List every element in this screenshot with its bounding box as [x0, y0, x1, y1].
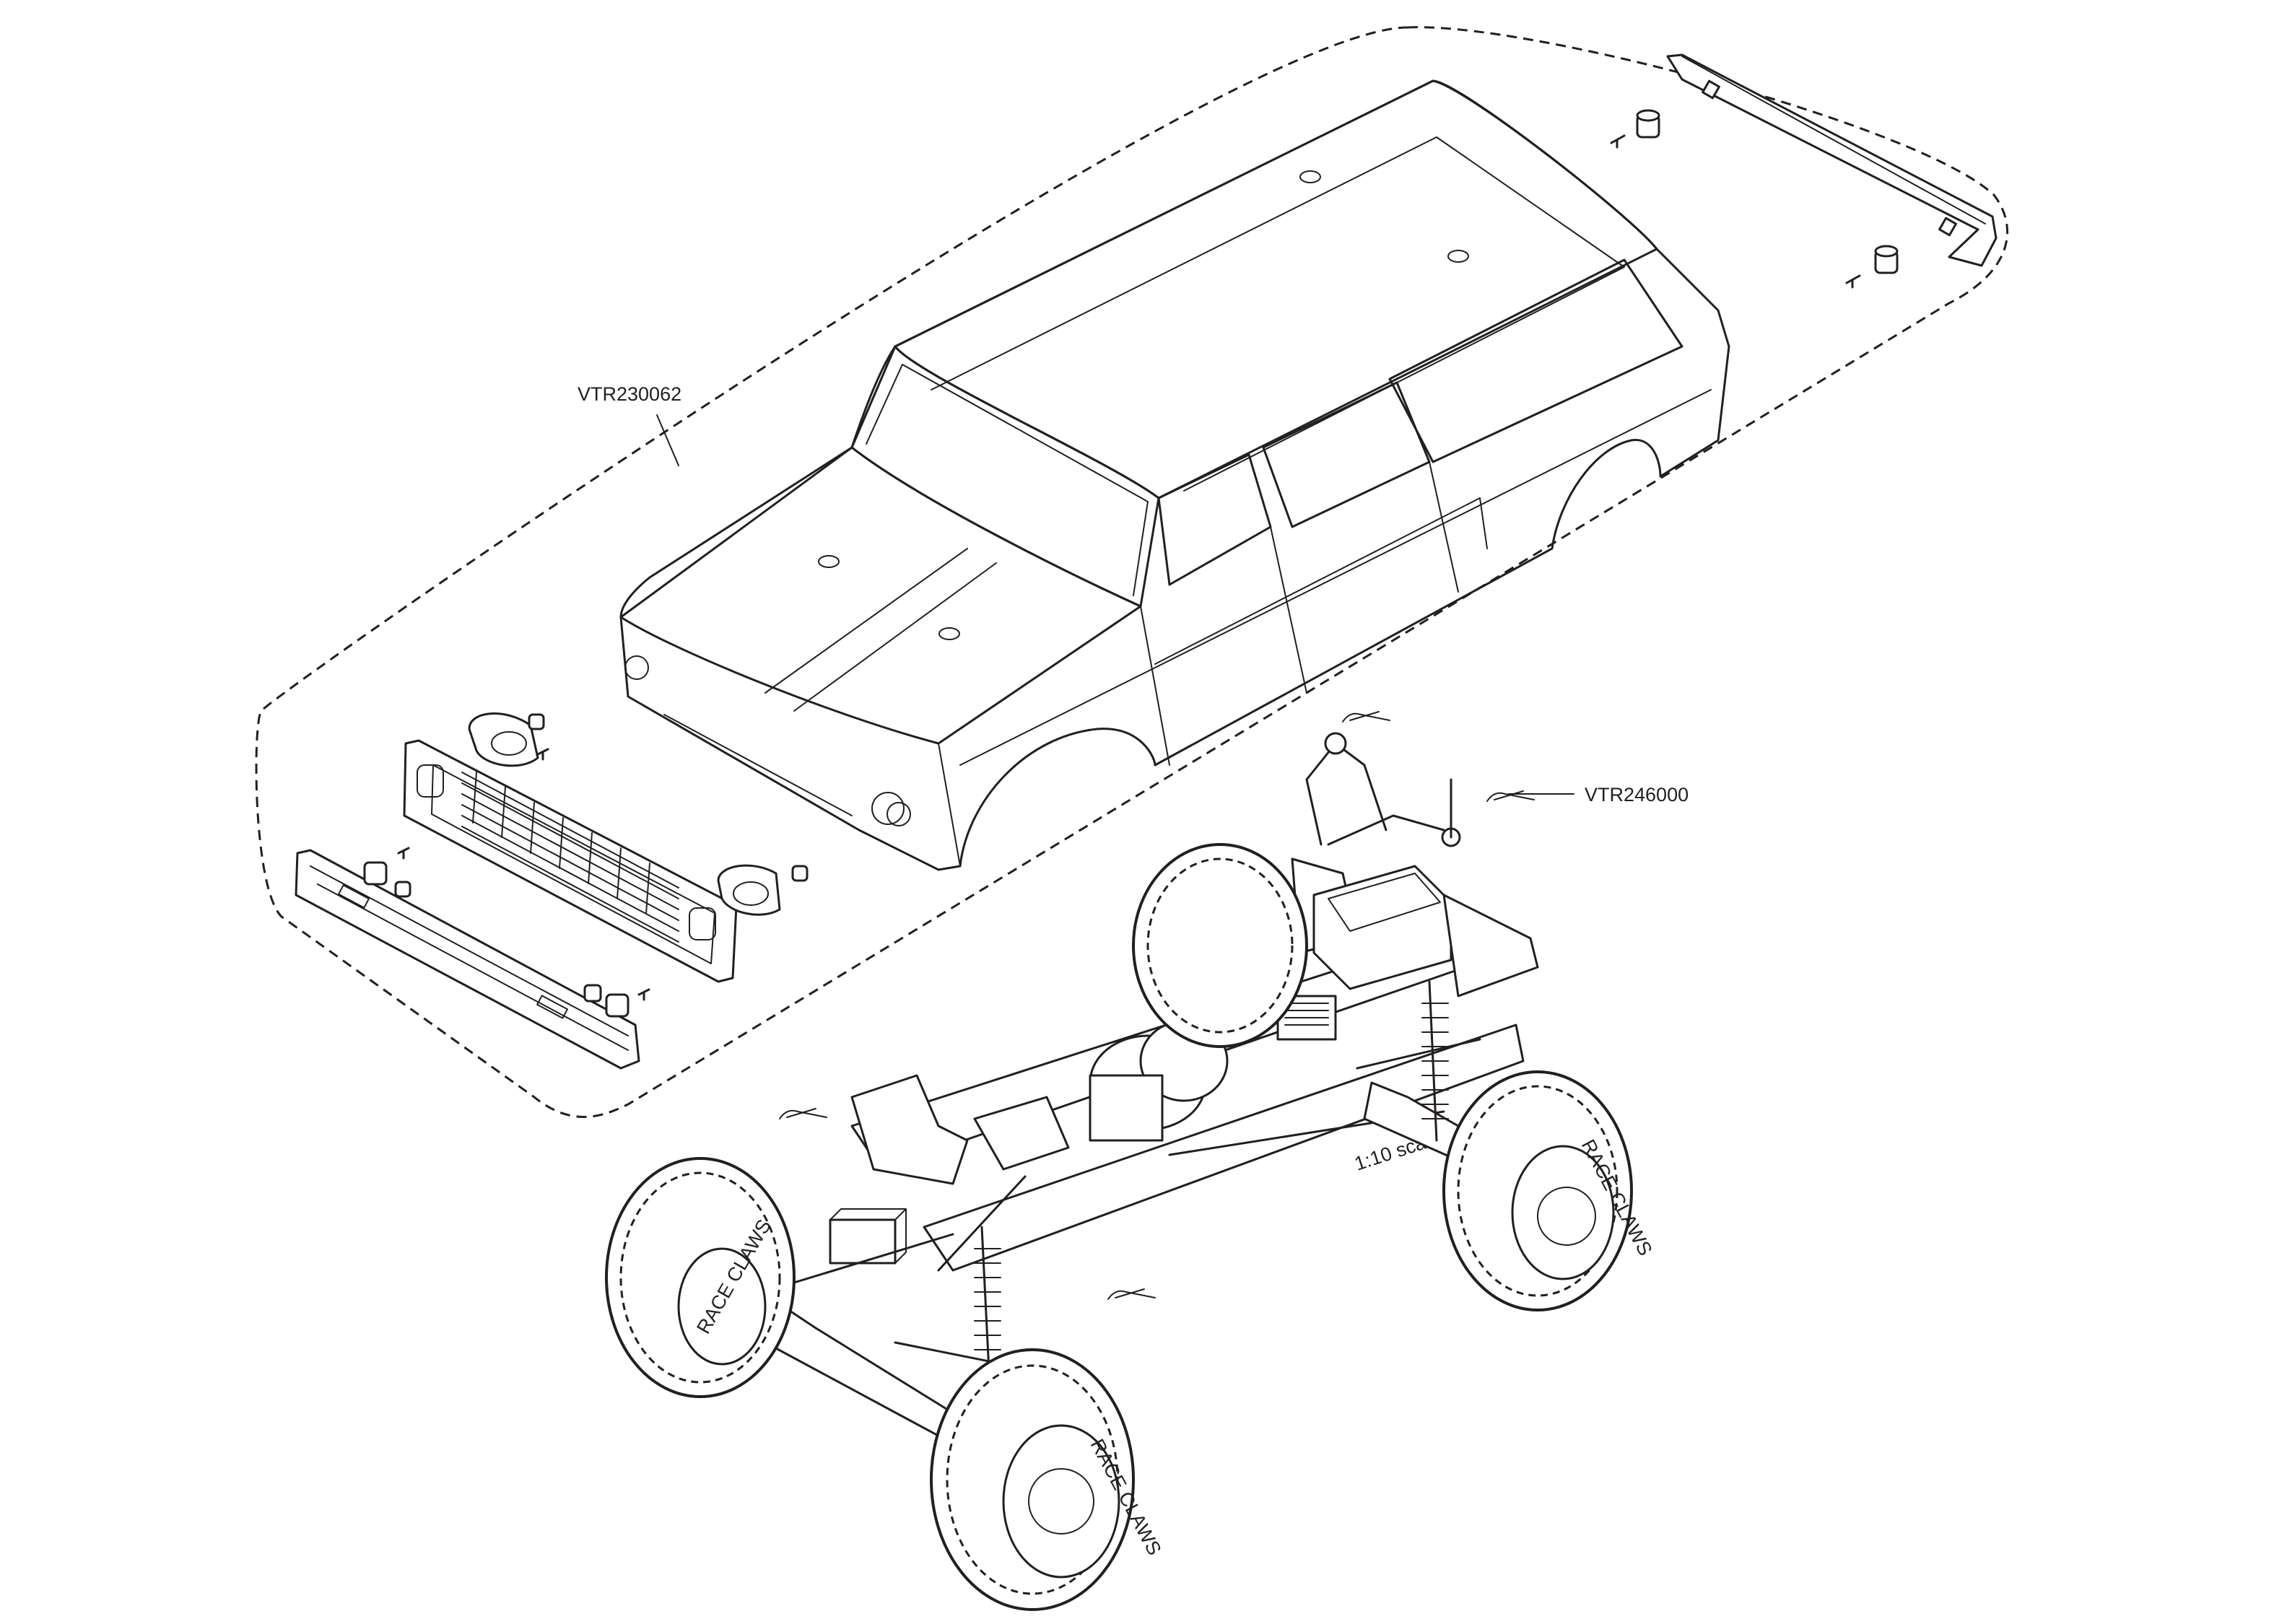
wheel-front-left: RACE CLAWS: [605, 1157, 796, 1398]
headlight-buckets: [468, 712, 781, 916]
body-clip-icon: [1107, 1288, 1156, 1300]
crawler-chassis: 1:10 scale: [764, 732, 1539, 1445]
front-grille: [403, 739, 738, 983]
body-clip-icon: [779, 1108, 827, 1119]
body-part-leader: [656, 414, 679, 466]
wheel-rear-right: RACE CLAWS: [1442, 1070, 1657, 1311]
body-hardware: [363, 713, 809, 1018]
clip-part-number: VTR246000: [1585, 784, 1689, 806]
wheel-rear-left: [1132, 843, 1308, 1048]
body-group-outline: [255, 26, 2009, 1118]
body-clip-icon: [1342, 711, 1390, 722]
front-bumper: [295, 849, 640, 1070]
body-part-number: VTR230062: [578, 383, 681, 405]
rear-trim-bar: [1610, 53, 1998, 289]
body-shell: [619, 79, 1730, 871]
body-clip-icon: [1486, 790, 1535, 802]
wheel-front-right: RACE CLAWS: [930, 1348, 1166, 1611]
